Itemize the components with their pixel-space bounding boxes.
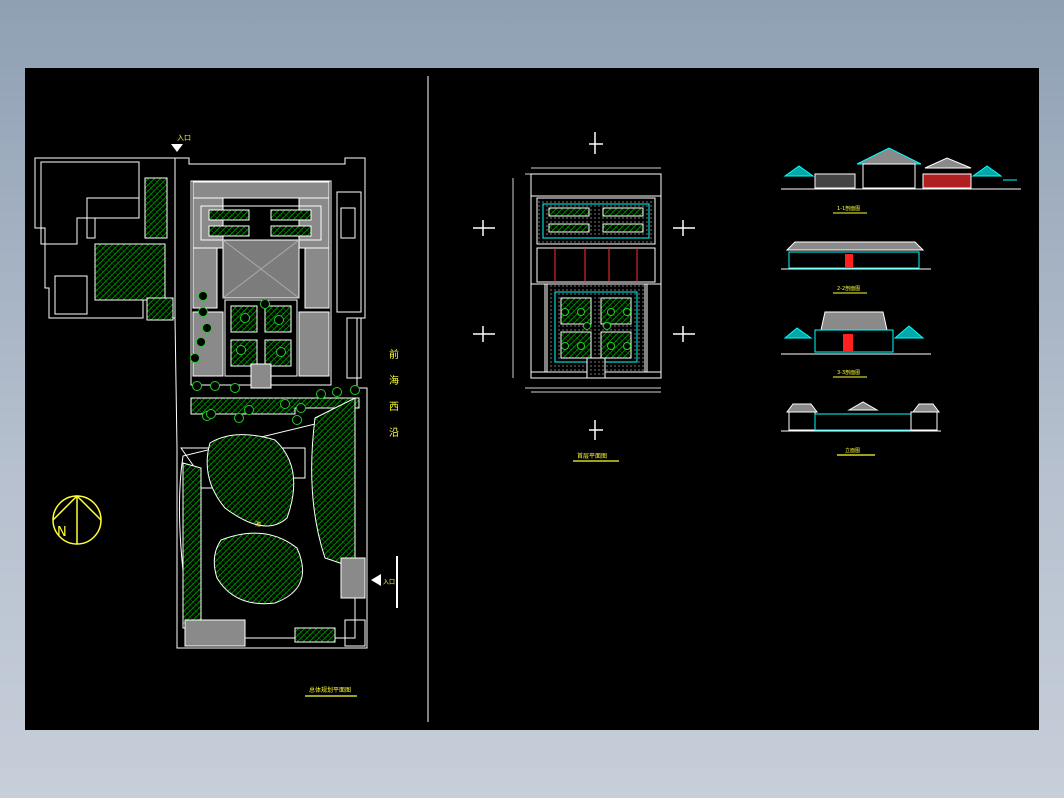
tree-icon — [192, 381, 202, 391]
road-label-3: 西 — [389, 402, 399, 413]
section-1-1-title: 1-1剖面图 — [837, 205, 860, 212]
section-2-2-title: 2-2剖面图 — [837, 285, 860, 292]
tree-icon — [210, 381, 220, 391]
site-plan — [34, 157, 368, 649]
front-elevation — [781, 401, 941, 432]
road-label-1: 前 — [389, 348, 399, 361]
drawing-canvas: 入口 前 海 西 沿 池 入口 N 总体规划平面图 — [34, 76, 1021, 722]
road-label-2: 海 — [389, 374, 399, 387]
floor-plan-title: 首层平面图 — [577, 452, 607, 460]
tree-icon — [316, 389, 326, 399]
tree-icon — [240, 313, 250, 323]
tree-icon — [607, 342, 615, 350]
tree-icon — [577, 342, 585, 350]
site-plan-title: 总体规划平面图 — [309, 686, 351, 694]
tree-icon — [274, 315, 284, 325]
tree-icon — [276, 347, 286, 357]
tree-icon — [332, 387, 342, 397]
tree-icon — [190, 353, 200, 363]
tree-icon — [607, 308, 615, 316]
tree-icon — [280, 399, 290, 409]
tree-icon — [260, 299, 270, 309]
tree-icon — [561, 308, 569, 316]
pond-label: 池 — [255, 520, 261, 528]
tree-icon — [292, 415, 302, 425]
entrance-label: 入口 — [177, 134, 191, 142]
entrance-arrow-icon — [171, 144, 183, 152]
tree-icon — [623, 342, 631, 350]
north-arrow-icon — [52, 494, 102, 545]
section-1-1 — [781, 147, 1021, 190]
section-3-3-title: 3-3剖面图 — [837, 369, 860, 376]
tree-icon — [583, 322, 591, 330]
cad-drawing-sheet: 入口 前 海 西 沿 池 入口 N 总体规划平面图 — [25, 68, 1039, 730]
tree-icon — [350, 385, 360, 395]
tree-icon — [603, 322, 611, 330]
north-hall-roof — [192, 181, 330, 199]
tree-icon — [198, 291, 208, 301]
site-annotations: 入口 前 海 西 沿 池 入口 N 总体规划平面图 — [52, 134, 399, 697]
tree-icon — [202, 323, 212, 333]
pond-lower — [213, 532, 304, 605]
front-elevation-title: 立面图 — [845, 447, 860, 454]
tree-icon — [234, 413, 244, 423]
floor-plan — [473, 132, 695, 440]
tree-icon — [230, 383, 240, 393]
side-entry-label: 入口 — [383, 579, 395, 586]
tree-icon — [623, 308, 631, 316]
pond-upper — [206, 434, 295, 527]
tree-icon — [577, 308, 585, 316]
north-label: N — [57, 525, 67, 540]
tree-icon — [236, 345, 246, 355]
road-label-4: 沿 — [389, 427, 399, 439]
section-2-2 — [781, 241, 931, 270]
site-trees — [190, 291, 360, 425]
west-building-1 — [40, 161, 140, 245]
tree-icon — [296, 403, 306, 413]
section-3-3 — [781, 311, 931, 355]
tree-icon — [244, 405, 254, 415]
tree-icon — [561, 342, 569, 350]
tree-icon — [206, 409, 216, 419]
floor-plan-trees — [561, 308, 631, 350]
west-courtyard-hatch — [94, 243, 166, 301]
tree-icon — [198, 307, 208, 317]
tree-icon — [196, 337, 206, 347]
side-entry-arrow-icon — [371, 574, 381, 586]
